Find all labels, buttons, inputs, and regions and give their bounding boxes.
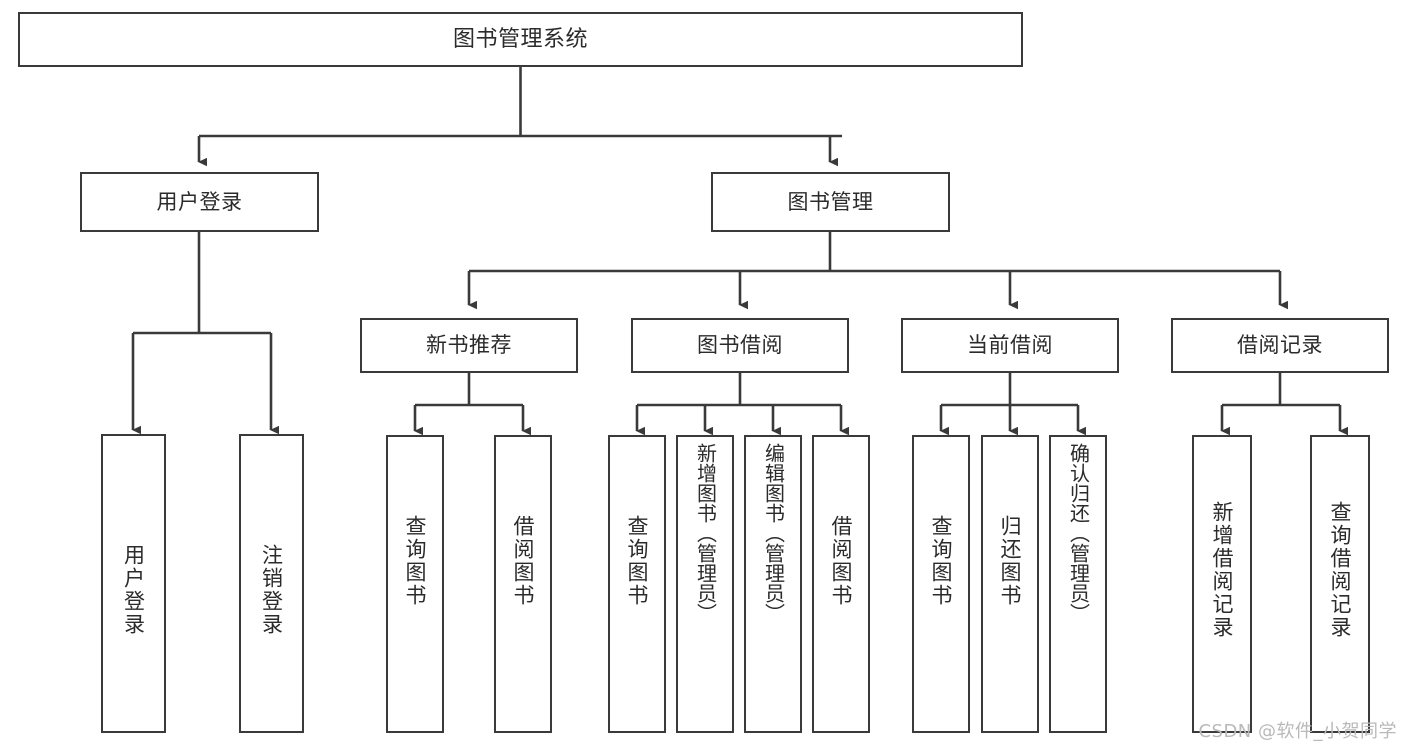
node-label: 借阅图书 (829, 515, 854, 607)
node-current-borrow[interactable]: 当前借阅 (901, 318, 1119, 373)
leaf-query-book-borrow[interactable]: 查询图书 (608, 435, 666, 733)
node-book-management[interactable]: 图书管理 (711, 172, 950, 232)
node-label: 图书管理 (787, 189, 874, 214)
node-label: 图书管理系统 (452, 26, 588, 52)
node-book-borrow[interactable]: 图书借阅 (631, 318, 849, 373)
leaf-user-login[interactable]: 用户登录 (101, 434, 166, 733)
node-label: 新增图书（管理员） (693, 443, 718, 623)
node-label: 用户登录 (156, 189, 243, 214)
node-new-book-recommend[interactable]: 新书推荐 (360, 318, 578, 373)
leaf-logout-login[interactable]: 注销登录 (239, 434, 304, 733)
node-label: 查询图书 (403, 515, 428, 607)
node-borrow-record[interactable]: 借阅记录 (1171, 318, 1389, 373)
node-label: 注销登录 (259, 544, 284, 636)
node-label: 图书借阅 (697, 333, 783, 358)
leaf-add-book-admin[interactable]: 新增图书（管理员） (676, 435, 734, 733)
node-label: 借阅记录 (1237, 333, 1323, 358)
node-label: 确认归还（管理员） (1066, 443, 1091, 623)
leaf-add-borrow-record[interactable]: 新增借阅记录 (1192, 435, 1252, 733)
node-label: 查询图书 (625, 515, 650, 607)
leaf-borrow-book-new-recommend[interactable]: 借阅图书 (494, 435, 552, 733)
node-label: 新书推荐 (426, 333, 512, 358)
leaf-confirm-return-admin[interactable]: 确认归还（管理员） (1049, 435, 1107, 733)
leaf-edit-book-admin[interactable]: 编辑图书（管理员） (744, 435, 802, 733)
leaf-query-book-new-recommend[interactable]: 查询图书 (386, 435, 444, 733)
node-label: 新增借阅记录 (1210, 501, 1235, 639)
node-label: 归还图书 (998, 515, 1023, 607)
node-label: 借阅图书 (511, 515, 536, 607)
node-user-login[interactable]: 用户登录 (80, 172, 319, 232)
leaf-query-book-current[interactable]: 查询图书 (912, 435, 970, 733)
node-root-library-management-system[interactable]: 图书管理系统 (18, 12, 1023, 67)
node-label: 编辑图书（管理员） (761, 443, 786, 623)
leaf-return-book[interactable]: 归还图书 (981, 435, 1039, 733)
leaf-query-borrow-record[interactable]: 查询借阅记录 (1310, 435, 1370, 733)
node-label: 查询借阅记录 (1328, 501, 1353, 639)
node-label: 用户登录 (121, 544, 146, 636)
watermark-text: CSDN @软件_小贺同学 (1198, 721, 1397, 742)
node-label: 当前借阅 (967, 333, 1053, 358)
leaf-borrow-book-borrow[interactable]: 借阅图书 (812, 435, 870, 733)
node-label: 查询图书 (929, 515, 954, 607)
